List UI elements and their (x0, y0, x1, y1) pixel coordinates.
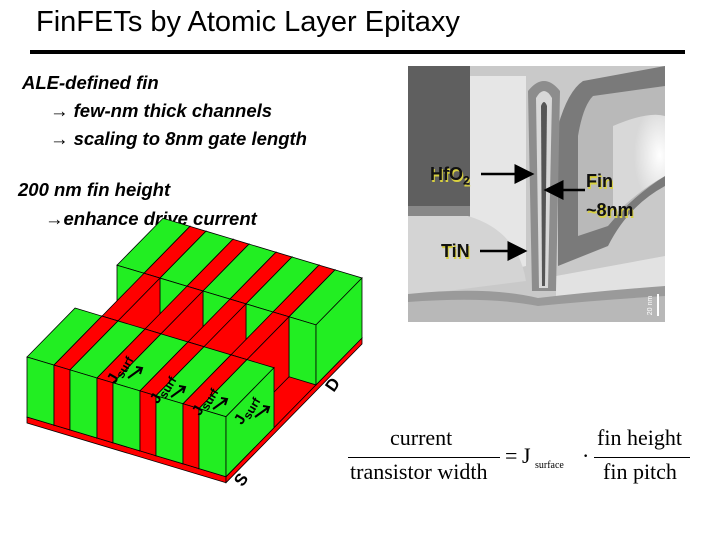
eq-dot: · (582, 443, 590, 468)
bullet-drive-current: →enhance drive current (45, 208, 257, 229)
current-arrow-icon-2 (170, 385, 187, 398)
slide-title: FinFETs by Atomic Layer Epitaxy (36, 6, 460, 38)
source-row-block-8-side (225, 366, 275, 478)
eq-lhs-denominator: transistor width (350, 459, 488, 484)
bullet-ale-fin: ALE-defined fin (22, 72, 159, 93)
label-tin: TiN (441, 241, 470, 261)
drain-row-block-8-front (288, 316, 317, 386)
eq-lhs-fraction-bar (348, 457, 500, 459)
current-arrow-icon-3 (212, 397, 229, 410)
drain-row-block-8-side (315, 277, 363, 386)
source-row-fin-3-front (96, 377, 114, 444)
label-hfo2-subscript: 2 (463, 173, 470, 188)
bullet-gate-length: → scaling to 8nm gate length (50, 128, 307, 149)
source-row-block-2-front (69, 369, 98, 439)
label-hfo2: HfO2 (430, 164, 470, 188)
bullet-thin-channels: → few-nm thick channels (50, 100, 273, 121)
label-fin-size: ~8nm (586, 200, 634, 220)
title-rule (30, 50, 685, 54)
eq-rhs-numerator: fin height (597, 425, 682, 450)
source-row-fin-1-front (53, 364, 71, 431)
eq-j: J (522, 443, 531, 468)
current-arrow-icon-4 (254, 405, 271, 418)
source-row-block-0-front (26, 356, 55, 426)
tem-micrograph: HfO2 Fin ~8nm TiN 20 nm (408, 66, 665, 322)
eq-equals: = (505, 443, 518, 468)
source-row-block-4-front (112, 382, 141, 452)
label-fin: Fin (586, 171, 613, 191)
eq-rhs-denominator: fin pitch (603, 459, 677, 484)
eq-rhs-fraction-bar (594, 457, 690, 459)
tem-image (408, 66, 665, 322)
bullet-fin-height: 200 nm fin height (18, 179, 171, 200)
eq-j-subscript: surface (535, 460, 564, 471)
eq-lhs-numerator: current (390, 425, 453, 450)
current-arrow-icon-1 (127, 366, 144, 379)
label-hfo2-text: HfO (430, 164, 463, 184)
